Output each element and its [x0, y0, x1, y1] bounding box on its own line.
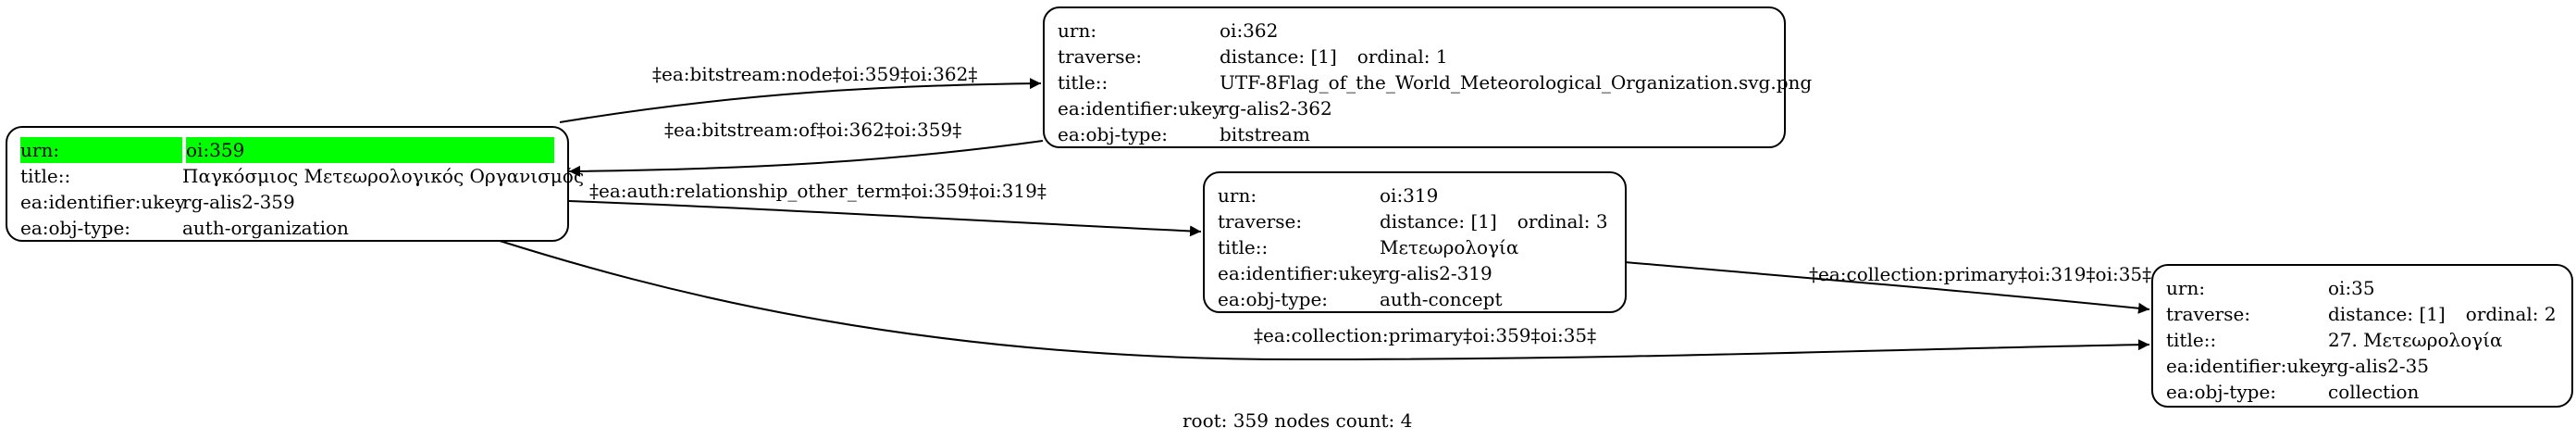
node-row: ea:obj-type:auth-organization [20, 217, 349, 239]
edge-label-bitstream-node: ‡ea:bitstream:node‡oi:359‡oi:362‡ [652, 63, 978, 85]
node-oi-359[interactable]: urn:oi:359 title::Παγκόσμιος Μετεωρολογι… [6, 126, 585, 242]
edge-label-bitstream-of: ‡ea:bitstream:of‡oi:362‡oi:359‡ [664, 119, 962, 141]
edge-label-collection-319-35: ‡ea:collection:primary‡oi:319‡oi:35‡ [1809, 263, 2152, 285]
node-row: ea:obj-type:bitstream [1058, 123, 1310, 145]
edge-359-to-35 [499, 240, 2150, 361]
node-row: ea:obj-type:auth-concept [1218, 288, 1503, 310]
edge-359-to-319 [567, 200, 1202, 237]
node-row: urn:oi:359 [20, 137, 554, 163]
node-row: traverse:distance: [1]ordinal: 3 [1218, 210, 1608, 233]
node-row: traverse:distance: [1]ordinal: 1 [1058, 45, 1448, 68]
node-row: urn:oi:362 [1058, 19, 1279, 42]
edge-362-to-359 [568, 140, 1044, 177]
edge-319-to-35 [1624, 261, 2150, 314]
node-row: ea:obj-type:collection [2166, 381, 2420, 403]
node-oi-319[interactable]: urn:oi:319 traverse:distance: [1]ordinal… [1203, 171, 1627, 313]
edge-359-to-362 [559, 78, 1042, 123]
node-row: urn:oi:319 [1218, 184, 1439, 207]
node-oi-35[interactable]: urn:oi:35 traverse:distance: [1]ordinal:… [2151, 264, 2573, 408]
node-row: urn:oi:35 [2166, 277, 2375, 299]
edge-label-auth-relationship: ‡ea:auth:relationship_other_term‡oi:359‡… [589, 180, 1046, 202]
node-oi-362[interactable]: urn:oi:362 traverse:distance: [1]ordinal… [1043, 6, 1813, 148]
node-row: title::UTF-8Flag_of_the_World_Meteorolog… [1058, 71, 1813, 94]
edge-label-collection-359-35: ‡ea:collection:primary‡oi:359‡oi:35‡ [1254, 324, 1597, 346]
footer-caption: root: 359 nodes count: 4 [1183, 409, 1413, 432]
node-row: title::Παγκόσμιος Μετεωρολογικός Οργανισ… [20, 165, 585, 187]
node-row: title::Μετεωρολογία [1218, 236, 1519, 258]
node-row: title::27. Μετεωρολογία [2166, 329, 2503, 351]
node-row: traverse:distance: [1]ordinal: 2 [2166, 303, 2557, 325]
